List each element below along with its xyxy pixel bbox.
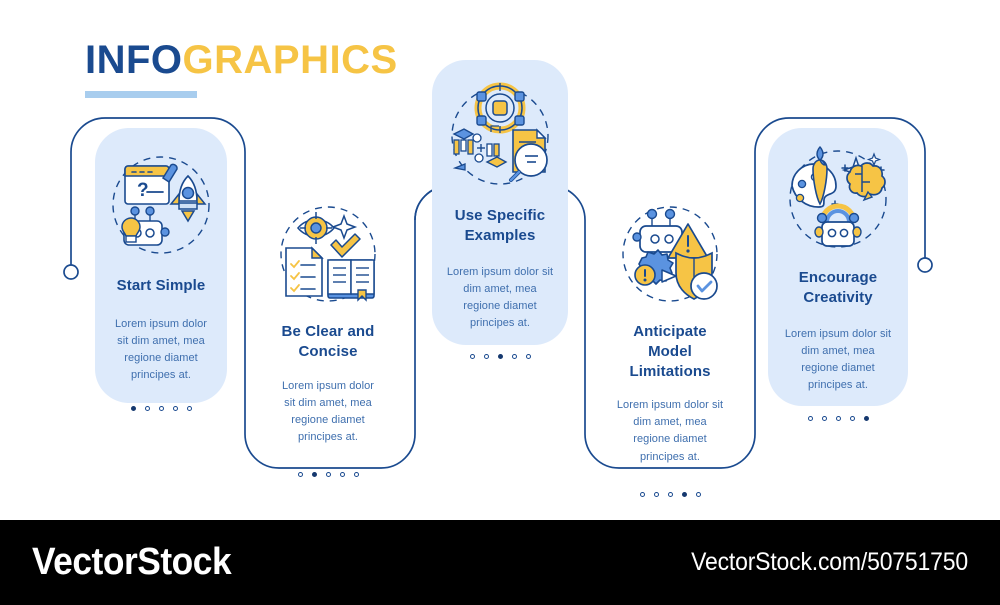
- dot-2[interactable]: [483, 353, 489, 359]
- step-5-body: Lorem ipsum dolor sit dim amet, mea regi…: [784, 327, 892, 391]
- step-5-dots[interactable]: [807, 415, 869, 421]
- dot-4[interactable]: [681, 491, 687, 497]
- dot-3[interactable]: [497, 353, 503, 359]
- dot-3[interactable]: [158, 405, 164, 411]
- robot-icon: [632, 208, 683, 253]
- dot-1[interactable]: [469, 353, 475, 359]
- dot-5[interactable]: [186, 405, 192, 411]
- step-1-icon-group: ?: [102, 150, 220, 260]
- dot-5[interactable]: [525, 353, 531, 359]
- eye-target-icon: [296, 212, 336, 244]
- step-card-4[interactable]: Anticipate Model Limitations Lorem ipsum…: [602, 196, 738, 497]
- step-card-3[interactable]: Use Specific Examples Lorem ipsum dolor …: [432, 60, 568, 359]
- dot-4[interactable]: [339, 471, 345, 477]
- step-4-title: Anticipate Model Limitations: [629, 323, 711, 380]
- step-2-body: Lorem ipsum dolor sit dim amet, mea regi…: [282, 379, 374, 443]
- step-card-2[interactable]: Be Clear and Concise Lorem ipsum dolor s…: [262, 196, 394, 477]
- step-1-title: Start Simple: [116, 277, 206, 294]
- shield-check-icon: [675, 251, 718, 300]
- title-text: INFOGRAPHICS: [85, 40, 398, 80]
- dot-2[interactable]: [653, 491, 659, 497]
- page-title: INFOGRAPHICS: [85, 40, 398, 98]
- step-3-dots[interactable]: [469, 353, 531, 359]
- step-3-icon-group: [441, 82, 559, 194]
- pen-icon: [161, 163, 178, 184]
- title-underline: [85, 91, 197, 98]
- dot-3[interactable]: [835, 415, 841, 421]
- step-4-body: Lorem ipsum dolor sit dim amet, mea regi…: [616, 399, 724, 463]
- dot-3[interactable]: [667, 491, 673, 497]
- step-3-title: Use Specific Examples: [454, 207, 546, 244]
- shell-path-5: [754, 117, 926, 258]
- svg-text:?: ?: [137, 180, 149, 201]
- dashed-circle-icon: [789, 150, 887, 248]
- connector-left-endpoint: [63, 264, 79, 280]
- dot-1[interactable]: [639, 491, 645, 497]
- watermark-url: VectorStock.com/50751750: [691, 548, 968, 576]
- target-node-icon: [474, 82, 526, 134]
- lightbulb-icon: [121, 217, 141, 243]
- dot-2[interactable]: [821, 415, 827, 421]
- dot-1[interactable]: [130, 405, 136, 411]
- dashed-circle-icon: [622, 206, 718, 302]
- sparkle-icon: [330, 213, 358, 241]
- watermark-bar: VectorStock VectorStock.com/50751750: [0, 520, 1000, 605]
- step-card-5[interactable]: Encourage Creativity Lorem ipsum dolor s…: [768, 128, 908, 421]
- robot-rainbow-icon: [814, 203, 862, 247]
- step-1-dots[interactable]: [130, 405, 192, 411]
- dashed-circle-icon: [280, 206, 376, 302]
- step-3-body: Lorem ipsum dolor sit dim amet, mea regi…: [446, 265, 554, 329]
- dot-3[interactable]: [325, 471, 331, 477]
- checkmark-icon: [330, 233, 361, 258]
- checklist-document-icon: [285, 246, 324, 297]
- open-book-icon: [327, 259, 375, 302]
- dot-1[interactable]: [807, 415, 813, 421]
- data-cluster-icon: [452, 125, 508, 171]
- dot-5[interactable]: [353, 471, 359, 477]
- title-part-graphics: GRAPHICS: [182, 38, 398, 82]
- dot-5[interactable]: [695, 491, 701, 497]
- step-5-title: Encourage Creativity: [798, 269, 878, 306]
- step-1-body: Lorem ipsum dolor sit dim amet, mea regi…: [115, 317, 207, 381]
- step-2-icon-group: [270, 202, 386, 310]
- connector-right-endpoint: [917, 257, 933, 273]
- palette-brush-icon: [791, 146, 837, 208]
- rocket-icon: [169, 174, 207, 223]
- title-part-info: INFO: [85, 38, 183, 82]
- watermark-brand: VectorStock: [32, 541, 232, 583]
- step-4-icon-group: [612, 202, 728, 310]
- dot-2[interactable]: [144, 405, 150, 411]
- dot-4[interactable]: [511, 353, 517, 359]
- step-4-dots[interactable]: [639, 491, 701, 497]
- dot-5[interactable]: [863, 415, 869, 421]
- dot-4[interactable]: [172, 405, 178, 411]
- magnifier-icon: [509, 143, 548, 182]
- step-2-dots[interactable]: [297, 471, 359, 477]
- dot-2[interactable]: [311, 471, 317, 477]
- brain-icon: [846, 162, 886, 202]
- dashed-circle-icon: [112, 156, 210, 254]
- step-2-title: Be Clear and Concise: [281, 323, 375, 360]
- gear-alert-icon: [634, 249, 677, 286]
- step-5-icon-group: [778, 146, 898, 256]
- browser-window-question-icon: ?: [124, 165, 170, 205]
- dot-1[interactable]: [297, 471, 303, 477]
- step-card-1[interactable]: ?: [95, 128, 227, 411]
- dot-4[interactable]: [849, 415, 855, 421]
